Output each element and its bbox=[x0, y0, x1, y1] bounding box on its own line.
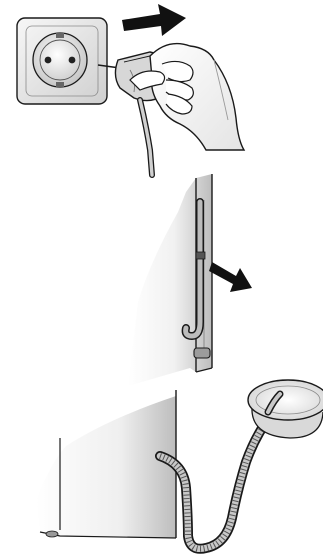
appliance-foot bbox=[193, 347, 211, 359]
illustration-unplug-power bbox=[0, 0, 323, 180]
release-arrow-icon bbox=[209, 262, 252, 292]
drain-hose-corrugated bbox=[155, 409, 277, 554]
water-bowl bbox=[247, 379, 323, 439]
wall-socket bbox=[16, 17, 108, 105]
illustration-release-hose bbox=[0, 172, 323, 387]
drain-hose bbox=[181, 198, 206, 341]
release-hose-drawing bbox=[128, 174, 252, 386]
hose-clip-icon bbox=[195, 251, 206, 260]
illustration-hose-in-bowl bbox=[0, 378, 323, 557]
unplug-power-drawing bbox=[16, 4, 246, 178]
appliance-base bbox=[36, 390, 177, 539]
hand bbox=[129, 42, 246, 151]
pull-arrow-icon bbox=[122, 4, 186, 36]
hose-in-bowl-drawing bbox=[36, 379, 323, 554]
